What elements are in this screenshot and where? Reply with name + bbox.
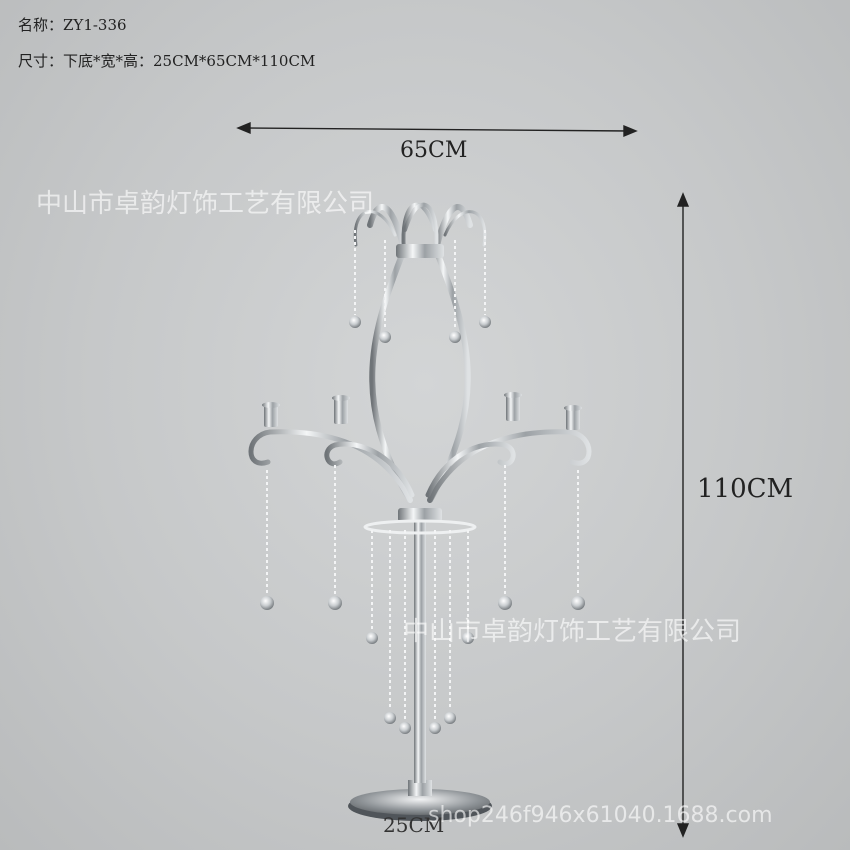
- crown-hub: [396, 244, 444, 258]
- crystal-strands: [266, 230, 579, 720]
- candelabra-base: [348, 780, 492, 821]
- company-watermark-top: 中山市卓韵灯饰工艺有限公司: [36, 189, 375, 219]
- crystal-drops: [260, 316, 585, 734]
- shop-url-watermark: shop246f946x61040.1688.com: [428, 803, 773, 828]
- crystal-ring: [363, 508, 477, 535]
- product-name-line: 名称：ZY1-336: [18, 16, 127, 34]
- width-dimension-arrow: [236, 121, 638, 138]
- candle-cups: [262, 392, 582, 430]
- height-dimension-label: 110CM: [697, 474, 794, 504]
- company-watermark-middle: 中山市卓韵灯饰工艺有限公司: [403, 617, 742, 647]
- center-column: [414, 515, 426, 783]
- height-dimension-arrow: [676, 192, 690, 838]
- candle-arms: [248, 429, 592, 503]
- width-dimension-label: 65CM: [400, 138, 468, 163]
- product-size-line: 尺寸：下底*宽*高：25CM*65CM*110CM: [18, 52, 316, 70]
- base-dimension-label: 25CM: [383, 813, 445, 837]
